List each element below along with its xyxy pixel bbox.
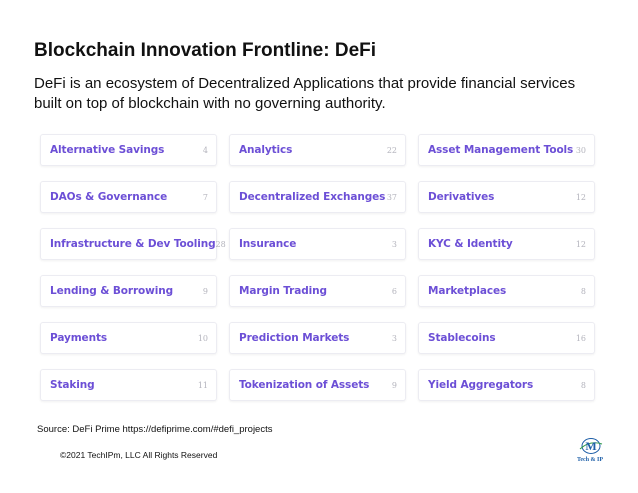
category-card-kyc-identity[interactable]: KYC & Identity 12 — [418, 228, 595, 260]
category-count: 8 — [580, 286, 586, 296]
source-note: Source: DeFi Prime https://defiprime.com… — [37, 424, 273, 435]
category-label: Insurance — [239, 238, 297, 250]
category-count: 8 — [580, 380, 586, 390]
category-label: KYC & Identity — [428, 238, 513, 250]
category-card-tokenization-of-assets[interactable]: Tokenization of Assets 9 — [229, 369, 406, 401]
category-card-margin-trading[interactable]: Margin Trading 6 — [229, 275, 406, 307]
category-count: 37 — [386, 192, 397, 202]
category-label: Lending & Borrowing — [50, 285, 174, 297]
category-count: 10 — [197, 333, 208, 343]
category-count: 3 — [391, 333, 397, 343]
category-label: Yield Aggregators — [428, 379, 534, 391]
page-subtitle: DeFi is an ecosystem of Decentralized Ap… — [34, 75, 576, 112]
category-count: 16 — [575, 333, 586, 343]
category-label: Payments — [50, 332, 108, 344]
category-label: Margin Trading — [239, 285, 327, 297]
category-card-alternative-savings[interactable]: Alternative Savings 4 — [40, 134, 217, 166]
category-count: 30 — [575, 145, 586, 155]
category-count: 9 — [202, 286, 208, 296]
category-grid: Alternative Savings 4 Analytics 22 Asset M… — [40, 134, 595, 401]
category-count: 4 — [202, 145, 208, 155]
category-count: 6 — [391, 286, 397, 296]
category-label: Alternative Savings — [50, 144, 165, 156]
category-card-insurance[interactable]: Insurance 3 — [229, 228, 406, 260]
category-card-analytics[interactable]: Analytics 22 — [229, 134, 406, 166]
category-label: Prediction Markets — [239, 332, 350, 344]
page-title: Blockchain Innovation Frontline: DeFi — [34, 40, 377, 61]
category-label: Decentralized Exchanges — [239, 191, 386, 203]
category-label: Staking — [50, 379, 95, 391]
logo-letter: M — [585, 439, 596, 453]
category-card-derivatives[interactable]: Derivatives 12 — [418, 181, 595, 213]
category-label: Tokenization of Assets — [239, 379, 370, 391]
category-label: Marketplaces — [428, 285, 507, 297]
category-card-payments[interactable]: Payments 10 — [40, 322, 217, 354]
copyright-notice: ©2021 TechIPm, LLC All Rights Reserved — [60, 450, 218, 460]
category-count: 28 — [215, 239, 226, 249]
category-label: Analytics — [239, 144, 293, 156]
category-label: Stablecoins — [428, 332, 496, 344]
category-count: 12 — [575, 239, 586, 249]
category-card-yield-aggregators[interactable]: Yield Aggregators 8 — [418, 369, 595, 401]
category-label: DAOs & Governance — [50, 191, 168, 203]
category-card-staking[interactable]: Staking 11 — [40, 369, 217, 401]
category-card-stablecoins[interactable]: Stablecoins 16 — [418, 322, 595, 354]
category-card-prediction-markets[interactable]: Prediction Markets 3 — [229, 322, 406, 354]
category-card-daos-governance[interactable]: DAOs & Governance 7 — [40, 181, 217, 213]
category-count: 11 — [197, 380, 208, 390]
logo-text: Tech & IP — [577, 457, 603, 463]
category-count: 3 — [391, 239, 397, 249]
category-card-marketplaces[interactable]: Marketplaces 8 — [418, 275, 595, 307]
category-label: Infrastructure & Dev Tooling — [50, 238, 216, 250]
category-label: Asset Management Tools — [428, 144, 574, 156]
category-card-lending-borrowing[interactable]: Lending & Borrowing 9 — [40, 275, 217, 307]
techip-logo: M Tech & IP — [577, 438, 603, 463]
category-count: 22 — [386, 145, 397, 155]
category-count: 12 — [575, 192, 586, 202]
category-count: 9 — [391, 380, 397, 390]
category-label: Derivatives — [428, 191, 495, 203]
category-count: 7 — [202, 192, 208, 202]
